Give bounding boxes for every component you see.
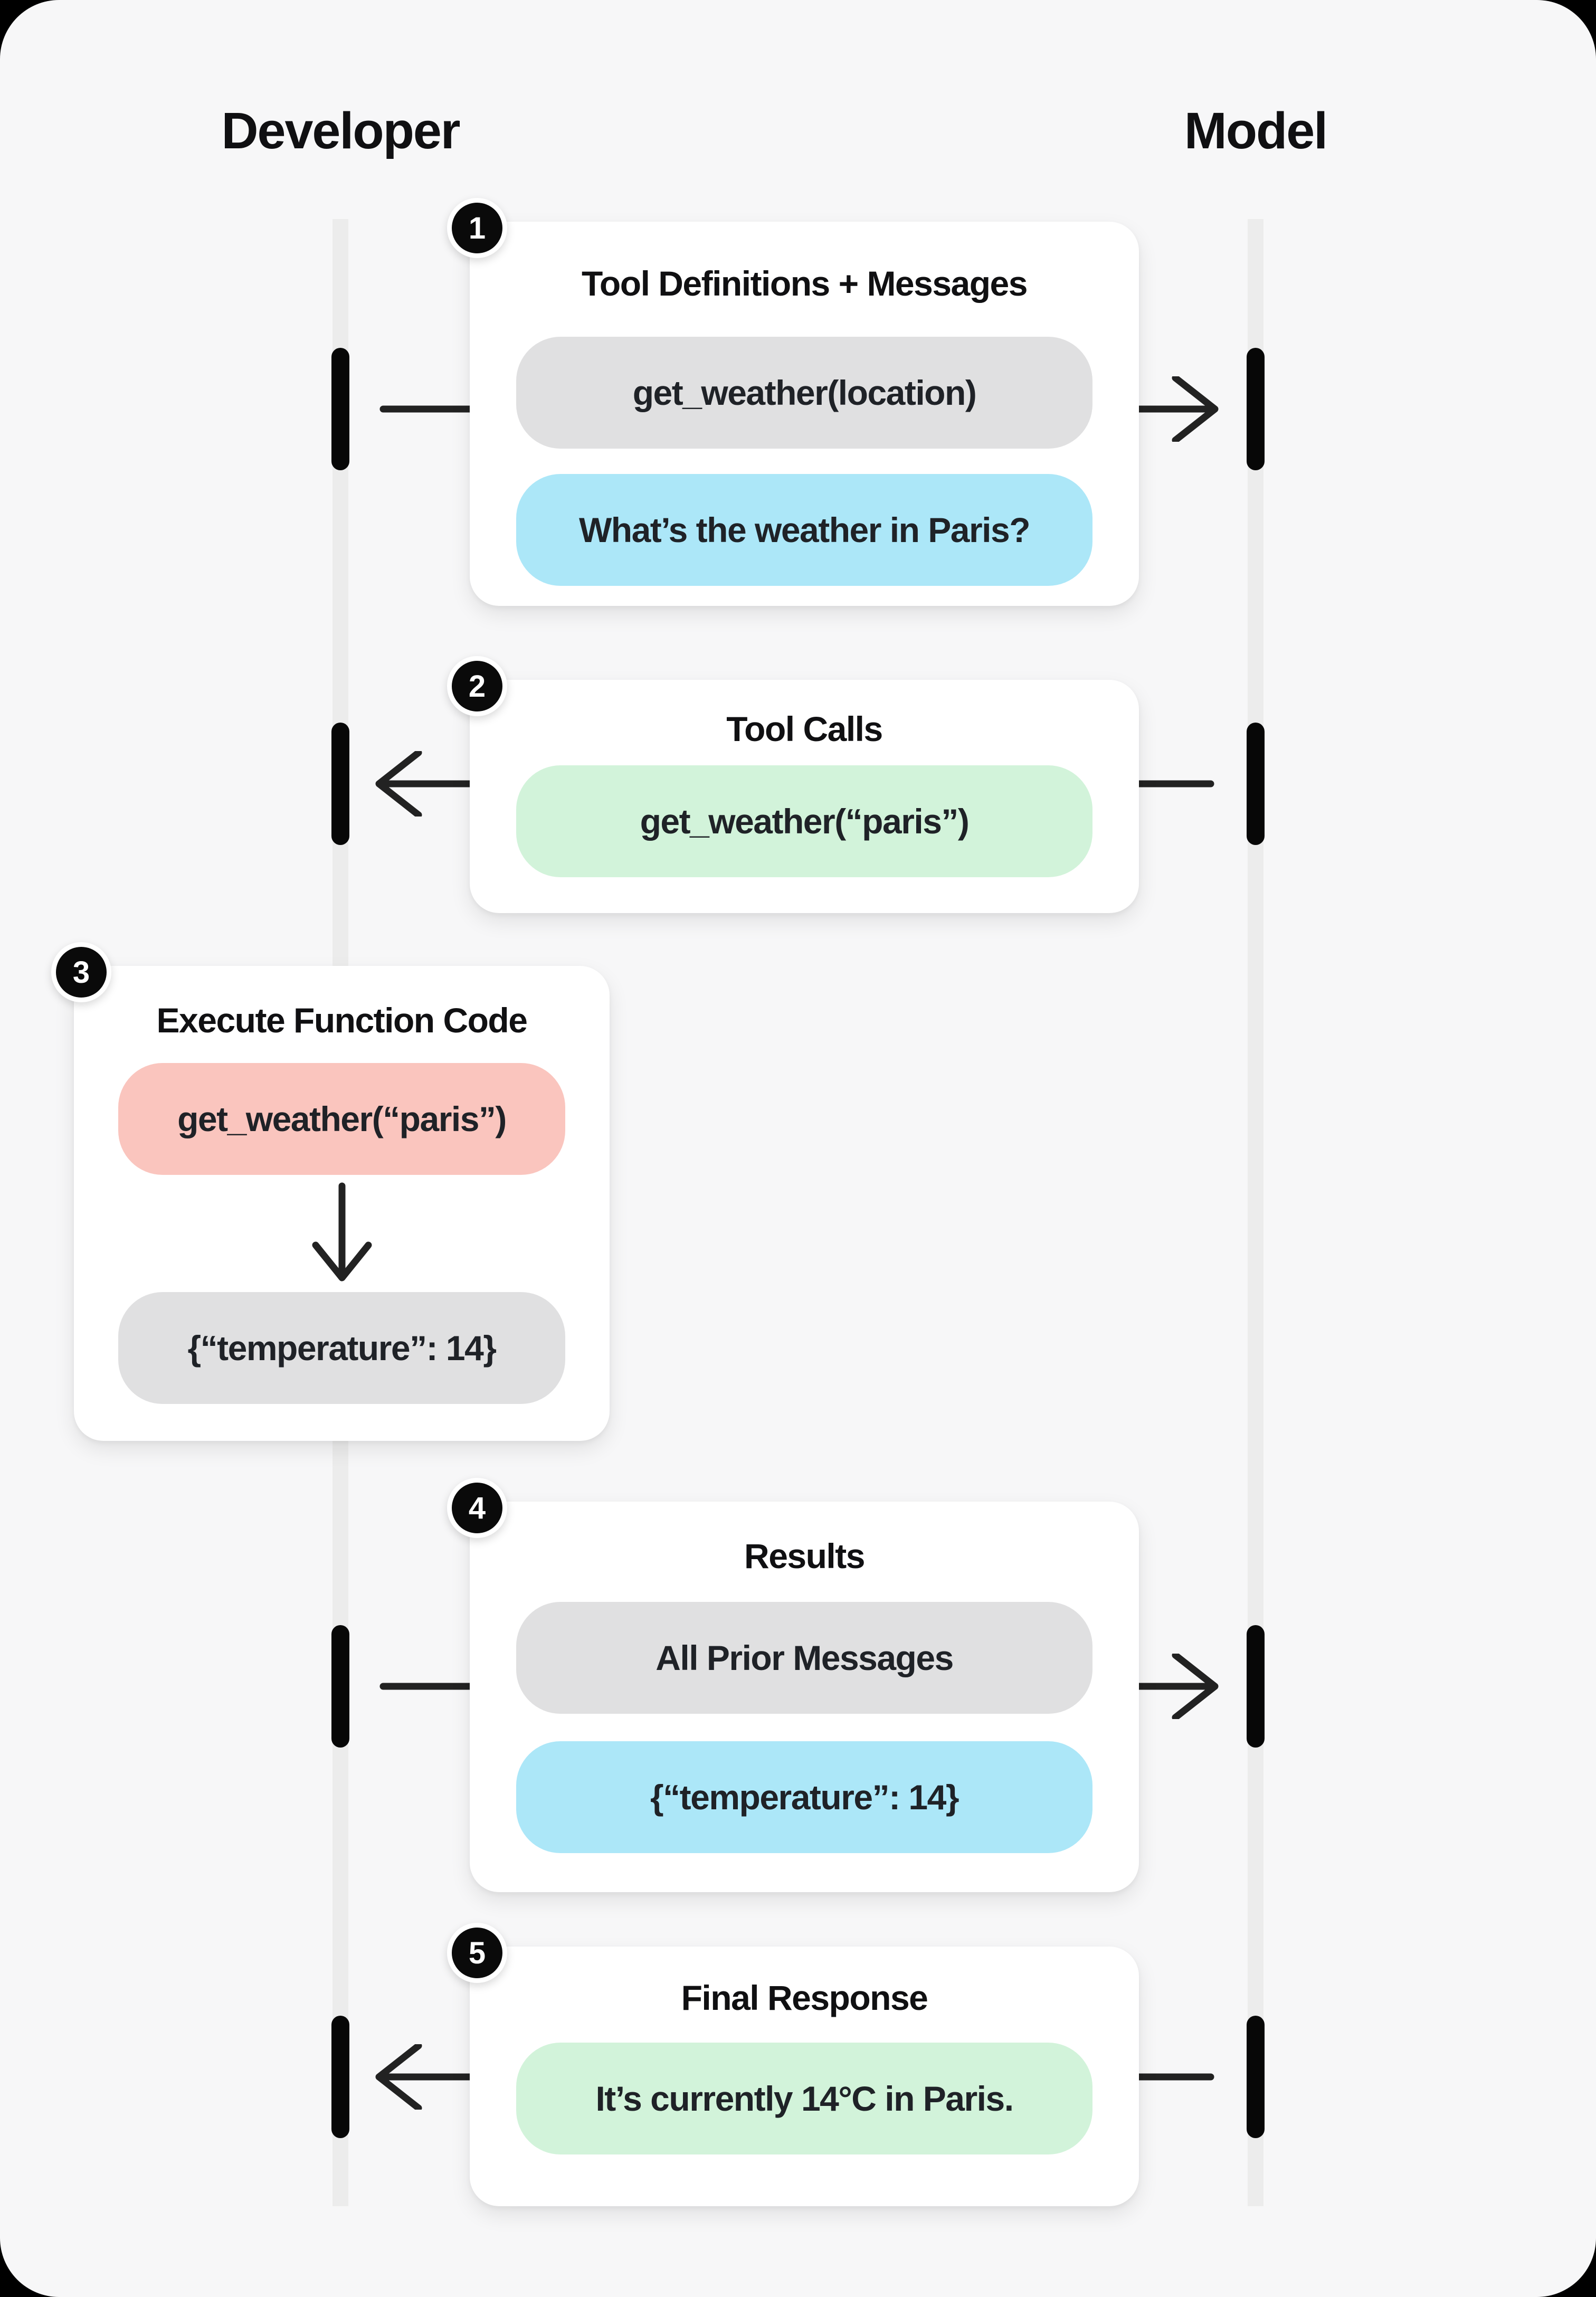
step-3-title: Execute Function Code bbox=[156, 1001, 528, 1040]
step-3-pill-function-call: get_weather(“paris”) bbox=[118, 1063, 565, 1175]
model-activation-step-2 bbox=[1247, 723, 1265, 845]
step-3-pill-function-result: {“temperature”: 14} bbox=[118, 1292, 565, 1404]
step-3-badge: 3 bbox=[51, 942, 111, 1002]
step-5-title: Final Response bbox=[681, 1978, 928, 2017]
step-5-card: Final Response It’s currently 14°C in Pa… bbox=[470, 1947, 1139, 2206]
step-1-pill-tool-definition: get_weather(location) bbox=[516, 337, 1092, 449]
developer-activation-step-5 bbox=[331, 2016, 349, 2138]
step-4-title: Results bbox=[744, 1536, 865, 1575]
step-4-pill-prior-messages: All Prior Messages bbox=[516, 1602, 1092, 1714]
step-1-pill-user-message: What’s the weather in Paris? bbox=[516, 474, 1092, 586]
model-column-label: Model bbox=[1184, 102, 1328, 159]
step-1-title: Tool Definitions + Messages bbox=[582, 264, 1028, 303]
down-arrow-icon bbox=[312, 1182, 372, 1282]
step-1-badge: 1 bbox=[447, 198, 507, 258]
step-2-card: Tool Calls get_weather(“paris”) bbox=[470, 680, 1139, 913]
step-2-title: Tool Calls bbox=[726, 709, 883, 748]
model-activation-step-5 bbox=[1247, 2016, 1265, 2138]
step-3-card: Execute Function Code get_weather(“paris… bbox=[74, 966, 610, 1441]
step-4-card: Results All Prior Messages {“temperature… bbox=[470, 1502, 1139, 1892]
step-4-badge: 4 bbox=[447, 1478, 507, 1538]
developer-activation-step-1 bbox=[331, 348, 349, 470]
developer-column-label: Developer bbox=[221, 102, 460, 159]
model-activation-step-1 bbox=[1247, 348, 1265, 470]
model-activation-step-4 bbox=[1247, 1625, 1265, 1748]
step-1-card: Tool Definitions + Messages get_weather(… bbox=[470, 222, 1139, 606]
developer-activation-step-2 bbox=[331, 723, 349, 845]
step-5-badge: 5 bbox=[447, 1923, 507, 1983]
step-5-pill-final-answer: It’s currently 14°C in Paris. bbox=[516, 2043, 1092, 2154]
model-lifeline bbox=[1248, 219, 1264, 2206]
step-4-pill-result-message: {“temperature”: 14} bbox=[516, 1741, 1092, 1853]
developer-activation-step-4 bbox=[331, 1625, 349, 1748]
step-2-badge: 2 bbox=[447, 656, 507, 716]
step-2-pill-tool-call: get_weather(“paris”) bbox=[516, 765, 1092, 877]
execute-down-arrow bbox=[309, 1175, 375, 1292]
